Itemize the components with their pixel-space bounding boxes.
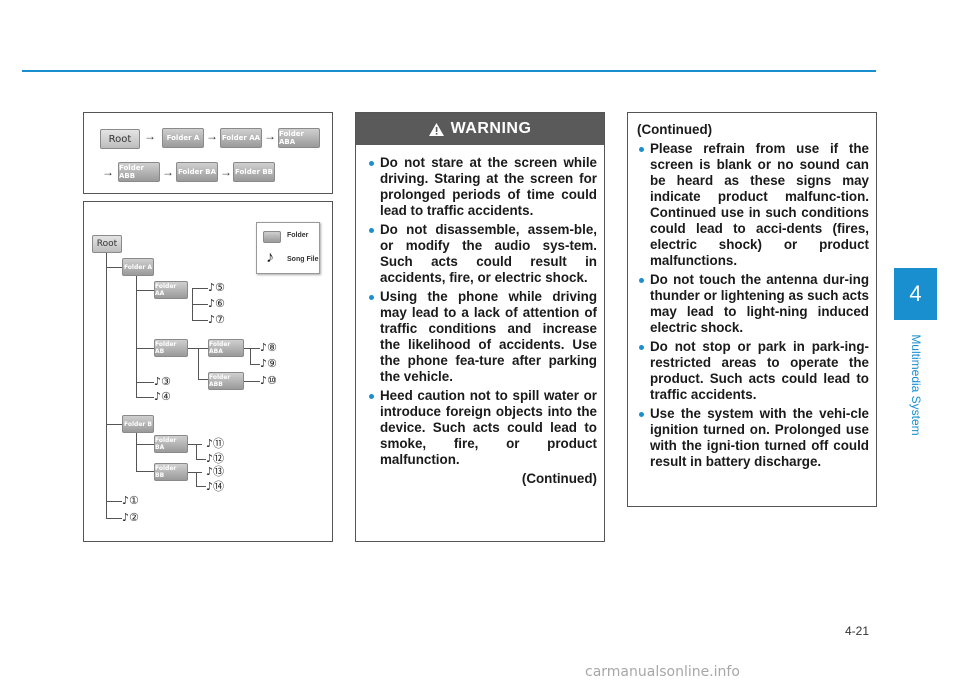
tree-line — [136, 290, 154, 291]
chapter-label: Multimedia System — [906, 330, 926, 440]
continued-panel: (Continued) Please refrain from use if t… — [627, 112, 877, 507]
tree-line — [192, 288, 208, 289]
song-file-1: ♪① — [122, 494, 139, 507]
warning-list: Do not stare at the screen while driving… — [367, 155, 597, 468]
song-file-14: ♪⑭ — [206, 480, 225, 493]
path-folder-bb: Folder BB — [233, 162, 275, 182]
tree-folder-abb: Folder ABB — [208, 372, 244, 390]
warning-triangle-icon — [428, 122, 444, 136]
warning-item: Please refrain from use if the screen is… — [637, 141, 869, 269]
folder-tree-diagram: Root Folder A Folder AA Folder AB Folder… — [83, 201, 333, 542]
warning-item: Using the phone while driving may lead t… — [367, 289, 597, 385]
tree-line — [196, 486, 206, 487]
tree-line — [106, 424, 122, 425]
song-file-3: ♪③ — [154, 375, 171, 388]
warning-continued: (Continued) — [521, 471, 597, 486]
warning-item: Do not stare at the screen while driving… — [367, 155, 597, 219]
tree-line — [106, 501, 122, 502]
song-file-2: ♪② — [122, 511, 139, 524]
warning-header: WARNING — [356, 113, 604, 145]
tree-line — [250, 348, 251, 364]
song-file-13: ♪⑬ — [206, 465, 225, 478]
tree-line — [244, 381, 260, 382]
song-file-10: ♪⑩ — [260, 374, 277, 387]
arrow-icon: → — [144, 129, 156, 143]
warning-item: Do not disassemble, assem-ble, or modify… — [367, 222, 597, 286]
path-folder-ba: Folder BA — [176, 162, 218, 182]
tree-line — [136, 382, 154, 383]
tree-line — [192, 304, 208, 305]
tree-line — [196, 444, 197, 460]
folder-icon — [263, 231, 281, 243]
tree-folder-b: Folder B — [122, 415, 154, 433]
page-number: 4-21 — [845, 624, 870, 638]
continued-label: (Continued) — [637, 122, 713, 137]
chapter-label-text: Multimedia System — [909, 334, 923, 436]
tree-line — [136, 471, 154, 472]
header-rule — [22, 70, 876, 72]
folder-path-diagram: Root → Folder A → Folder AA → Folder ABA… — [83, 112, 333, 194]
arrow-icon: → — [206, 129, 218, 143]
watermark: carmanualsonline.info — [585, 664, 740, 680]
path-folder-aa: Folder AA — [220, 128, 262, 148]
song-file-6: ♪⑥ — [208, 297, 225, 310]
song-file-12: ♪⑫ — [206, 452, 225, 465]
chapter-tab: 4 — [894, 268, 937, 320]
tree-line — [106, 518, 122, 519]
song-file-7: ♪⑦ — [208, 313, 225, 326]
tree-line — [250, 364, 260, 365]
music-note-icon: ♪ — [266, 249, 274, 266]
warning-title: WARNING — [450, 120, 532, 137]
warning-item: Do not stop or park in park-ing-restrict… — [637, 339, 869, 403]
tree-line — [192, 320, 208, 321]
tree-line — [136, 348, 154, 349]
arrow-icon: → — [162, 165, 174, 179]
tree-line — [106, 267, 122, 268]
tree-root: Root — [92, 235, 122, 253]
song-file-9: ♪⑨ — [260, 357, 277, 370]
tree-folder-bb: Folder BB — [154, 463, 188, 481]
continued-list: Please refrain from use if the screen is… — [637, 141, 869, 470]
legend-folder-label: Folder — [287, 232, 309, 239]
warning-item: Use the system with the vehi-cle ignitio… — [637, 406, 869, 470]
diagram-legend: Folder ♪ Song File — [256, 222, 320, 274]
warning-item: Heed caution not to spill water or intro… — [367, 388, 597, 468]
song-file-8: ♪⑧ — [260, 341, 277, 354]
tree-folder-ab: Folder AB — [154, 339, 188, 357]
tree-line — [136, 276, 137, 397]
song-file-11: ♪⑪ — [206, 437, 225, 450]
tree-line — [136, 397, 154, 398]
arrow-icon: → — [264, 129, 276, 143]
tree-folder-a: Folder A — [122, 258, 154, 276]
tree-line — [188, 472, 202, 473]
tree-line — [106, 253, 107, 519]
legend-song-file-label: Song File — [287, 256, 319, 263]
tree-line — [136, 444, 154, 445]
arrow-icon: → — [102, 165, 114, 179]
tree-folder-aa: Folder AA — [154, 281, 188, 299]
path-root: Root — [100, 129, 140, 149]
tree-folder-ba: Folder BA — [154, 435, 188, 453]
warning-panel: WARNING Do not stare at the screen while… — [355, 112, 605, 542]
path-folder-abb: Folder ABB — [118, 162, 160, 182]
arrow-icon: → — [220, 165, 232, 179]
tree-line — [198, 348, 199, 380]
tree-line — [188, 444, 202, 445]
tree-line — [198, 379, 208, 380]
path-folder-a: Folder A — [162, 128, 204, 148]
tree-line — [244, 348, 260, 349]
tree-line — [196, 459, 206, 460]
song-file-5: ♪⑤ — [208, 281, 225, 294]
tree-folder-aba: Folder ABA — [208, 339, 244, 357]
tree-line — [136, 433, 137, 471]
path-folder-aba: Folder ABA — [278, 128, 320, 148]
tree-line — [196, 472, 197, 487]
warning-item: Do not touch the antenna dur-ing thunder… — [637, 272, 869, 336]
song-file-4: ♪④ — [154, 390, 171, 403]
